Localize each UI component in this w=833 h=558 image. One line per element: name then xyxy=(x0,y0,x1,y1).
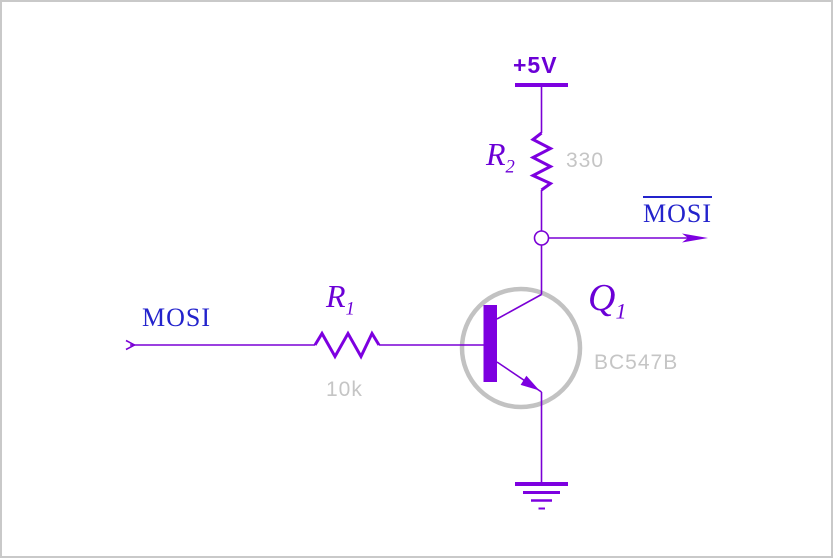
r2-designator-label: R2 xyxy=(486,136,515,178)
power-net-label: +5V xyxy=(513,52,558,78)
transistor-body-circle xyxy=(459,286,583,410)
r2-designator-letter: R xyxy=(486,136,506,172)
r2-designator-index: 2 xyxy=(505,156,515,178)
resistor-r1-symbol xyxy=(313,330,381,360)
r1-value-label: 10k xyxy=(326,378,363,401)
ground-symbol-icon xyxy=(515,482,568,510)
r1-designator-letter: R xyxy=(326,278,346,314)
resistor-r2-symbol xyxy=(529,131,554,192)
emitter-arrow-icon xyxy=(520,375,540,391)
output-net-label: MOSI xyxy=(643,196,713,229)
r2-value-label: 330 xyxy=(566,149,605,172)
q1-designator-index: 1 xyxy=(615,298,627,324)
input-net-label: MOSI xyxy=(142,303,212,332)
output-arrow-icon xyxy=(682,233,708,243)
q1-part-number-label: BC547B xyxy=(594,351,679,374)
r1-designator-label: R1 xyxy=(326,278,355,320)
transistor-base-bar xyxy=(483,305,497,382)
q1-designator-label: Q1 xyxy=(588,276,626,325)
output-net-label-text: MOSI xyxy=(643,196,713,229)
r1-designator-index: 1 xyxy=(345,298,355,320)
junction-node-icon xyxy=(533,230,550,246)
q1-designator-letter: Q xyxy=(588,277,616,319)
collector-wire xyxy=(496,293,542,320)
